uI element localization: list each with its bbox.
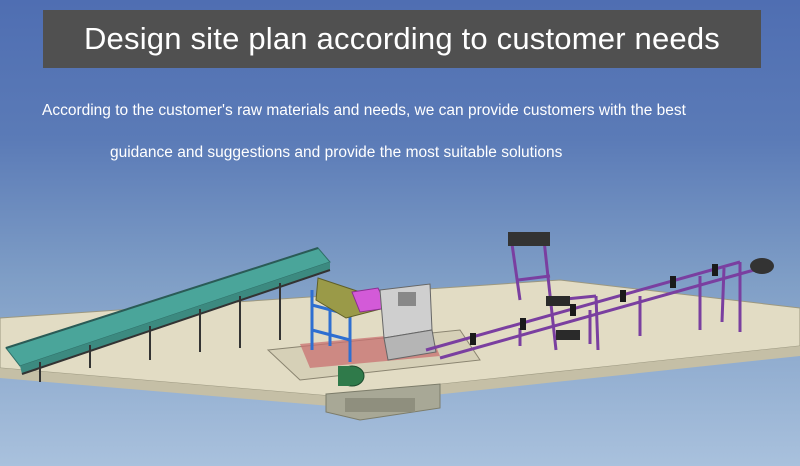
conveyor-rollers	[470, 264, 718, 345]
title-banner: Design site plan according to customer n…	[43, 10, 761, 68]
crusher	[379, 283, 437, 361]
vibrating-screen	[546, 296, 580, 340]
floor-slab-edge	[0, 346, 800, 406]
description-line-2: guidance and suggestions and provide the…	[110, 144, 563, 161]
tower-drum	[508, 232, 550, 246]
conveyor-side	[20, 262, 330, 374]
pit-block	[345, 398, 415, 412]
page-title: Design site plan according to customer n…	[83, 21, 721, 56]
motor	[338, 365, 365, 387]
feed-conveyor	[5, 247, 331, 382]
head-pulley	[750, 258, 774, 274]
description-line-1: According to the customer's raw material…	[42, 102, 686, 119]
